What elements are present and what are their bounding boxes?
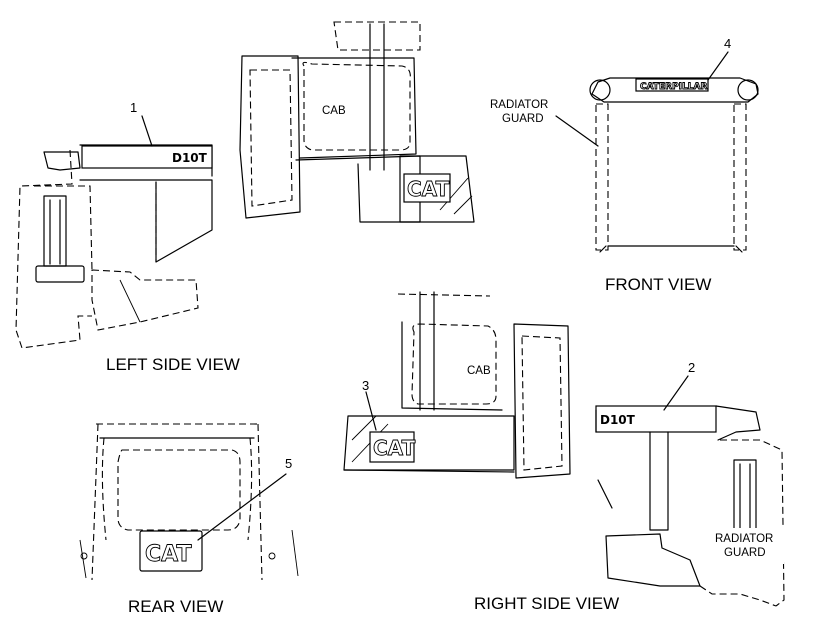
front-view-drawing: [589, 77, 759, 253]
callout-3: 3: [362, 378, 369, 393]
model-decal-left: D10T: [172, 151, 208, 165]
radiator-guard-right-label-bg: [710, 528, 784, 564]
rear-view-drawing: [79, 423, 299, 581]
cat-decal-cab-text: CAT: [407, 177, 450, 201]
leader-line-3: [365, 391, 377, 431]
cab-left-drawing: [239, 21, 475, 223]
caterpillar-decal-front: CATERPILLAR: [640, 82, 708, 93]
left-side-view-drawing: [15, 144, 213, 349]
radiator-guard-right-label-line1: RADIATOR: [715, 533, 773, 545]
model-decal-right: D10T: [600, 413, 636, 427]
model-decal-left-text: D10T: [172, 151, 208, 165]
callout-1: 1: [130, 100, 137, 115]
radiator-guard-front-label-line1: RADIATOR: [490, 99, 548, 111]
callout-4: 4: [724, 36, 731, 51]
right-side-view-title: RIGHT SIDE VIEW: [474, 594, 619, 613]
right-side-view-drawing: [595, 405, 785, 607]
cat-decal-rear-text: CAT: [145, 542, 191, 567]
radiator-guard-right-label-line2: GUARD: [724, 547, 766, 559]
cab-right-drawing: [343, 291, 571, 479]
cat-decal-rear: CAT: [145, 542, 192, 568]
radiator-guard-front-label-line2: GUARD: [502, 113, 544, 125]
leader-line-4: [707, 51, 729, 81]
cat-decal-right: CAT: [373, 436, 417, 461]
left-side-view-title: LEFT SIDE VIEW: [106, 355, 240, 374]
model-decal-right-text: D10T: [600, 413, 636, 427]
cat-decal-cab: CAT: [407, 177, 451, 202]
leader-line-1: [141, 115, 153, 147]
callout-2: 2: [688, 360, 695, 375]
cab-label-right: CAB: [467, 365, 491, 377]
cat-decal-right-text: CAT: [373, 436, 416, 460]
caterpillar-decal-front-text: CATERPILLAR: [640, 82, 707, 92]
leader-line-radiator-front: [555, 115, 599, 147]
leader-line-2: [663, 375, 689, 411]
cab-label-left: CAB: [322, 105, 346, 117]
rear-view-title: REAR VIEW: [128, 597, 223, 616]
front-view-title: FRONT VIEW: [605, 275, 711, 294]
leader-line-5: [197, 473, 287, 541]
callout-5: 5: [285, 456, 292, 471]
